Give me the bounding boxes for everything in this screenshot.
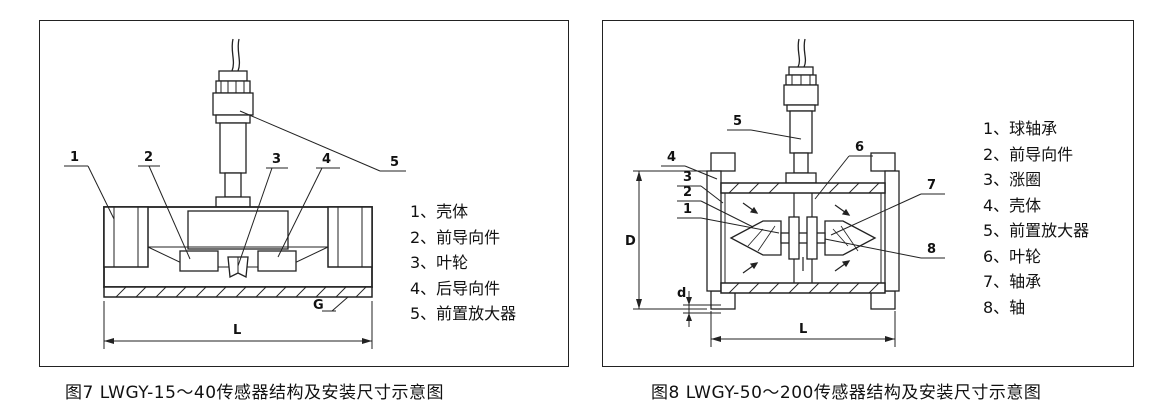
figure-7-legend: 1、壳体 2、前导向件 3、叶轮 4、后导向件 5、前置放大器	[410, 199, 516, 327]
figure-7-caption: 图7 LWGY-15～40传感器结构及安装尺寸示意图	[65, 383, 445, 403]
figure-8-panel: D d L 1 2 3 4 5 6 7 8	[602, 20, 1134, 367]
callout-4: 4	[667, 150, 676, 165]
legend-item: 4、后导向件	[410, 278, 501, 298]
callout-1: 1	[70, 150, 79, 165]
legend-item: 1、壳体	[410, 202, 469, 221]
callout-6: 6	[855, 140, 864, 155]
callout-4: 4	[322, 152, 331, 167]
legend-item: 5、前置放大器	[410, 304, 517, 323]
legend-item: 2、前导向件	[983, 144, 1074, 164]
figure-7-panel: L G 1 2 3 4 5 1、壳体 2、前导向件 3、叶轮 4、后导向件 5、…	[39, 20, 569, 367]
callout-8: 8	[927, 242, 936, 257]
legend-item: 5、前置放大器	[983, 221, 1090, 240]
legend-item: 8、轴	[983, 297, 1026, 317]
legend-item: 7、轴承	[983, 272, 1042, 291]
callout-3: 3	[272, 152, 281, 167]
dim-label-L2: L	[799, 322, 807, 337]
callout-3: 3	[683, 170, 692, 185]
legend-item: 1、球轴承	[983, 119, 1058, 138]
legend-item: 3、涨圈	[983, 170, 1042, 189]
legend-item: 3、叶轮	[410, 253, 469, 272]
callout-7: 7	[927, 178, 936, 193]
legend-item: 6、叶轮	[983, 246, 1042, 266]
callout-2: 2	[683, 185, 692, 200]
legend-item: 4、壳体	[983, 195, 1042, 215]
dim-label-G: G	[313, 298, 324, 313]
callout-5: 5	[733, 114, 742, 129]
dim-label-L: L	[233, 323, 241, 338]
callout-5: 5	[390, 155, 399, 170]
figure-8-drawing: D d L 1 2 3 4 5 6 7 8	[625, 38, 945, 347]
legend-item: 2、前导向件	[410, 227, 501, 247]
dim-label-D: D	[625, 234, 636, 249]
figure-7-drawing: L G 1 2 3 4 5	[64, 38, 406, 349]
callout-2: 2	[144, 150, 153, 165]
dim-label-d: d	[677, 286, 686, 301]
callout-1: 1	[683, 202, 692, 217]
figure-8-legend: 1、球轴承 2、前导向件 3、涨圈 4、壳体 5、前置放大器 6、叶轮 7、轴承…	[983, 116, 1089, 320]
figure-8-caption: 图8 LWGY-50～200传感器结构及安装尺寸示意图	[651, 383, 1042, 403]
